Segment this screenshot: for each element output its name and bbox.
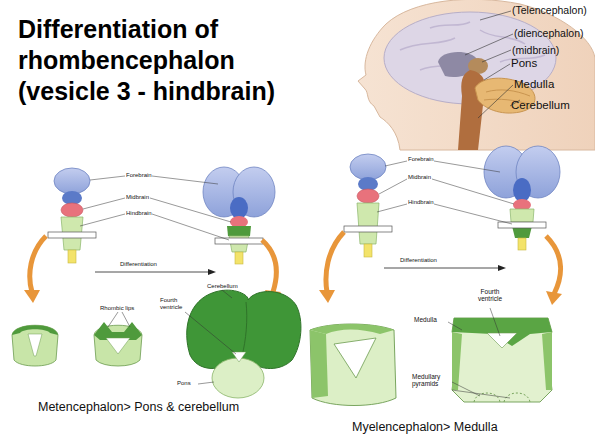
developed-brain [484, 146, 560, 250]
part-label: Differentiation [120, 261, 157, 268]
part-label: (diencephalon) [514, 27, 583, 39]
embryo-brain [344, 154, 392, 257]
part-label: Forebrain [408, 156, 434, 163]
part-label: Cerebellum [511, 99, 570, 112]
embryo-brain [48, 168, 96, 263]
part-label: Fourth ventricle [474, 288, 506, 303]
part-label: Rhombic lips [100, 305, 134, 312]
part-label: Fourth ventricle [160, 297, 188, 311]
leader-lines [80, 176, 231, 240]
part-label: Differentiation [400, 257, 437, 264]
cerebellum-section [187, 290, 301, 398]
part-label: Midbrain [126, 194, 149, 201]
head-illustration [358, 0, 595, 150]
panel-caption: Metencephalon> Pons & cerebellum [38, 400, 239, 414]
myelencephalon-section [310, 324, 396, 406]
panel-caption: Myelencephalon> Medulla [352, 420, 498, 434]
neural-tube-section [12, 325, 58, 366]
part-label: Midbrain [408, 174, 431, 181]
part-label: (Telencephalon) [512, 4, 587, 16]
part-label: Pons [511, 57, 537, 70]
part-label: (midbrain) [512, 44, 559, 56]
rhombic-lips-section [94, 322, 142, 366]
part-label: Cerebellum [207, 283, 238, 290]
part-label: Pons [177, 380, 191, 387]
part-label: Medulla [414, 316, 437, 323]
developed-brain [203, 167, 275, 264]
part-label: Medullary pyramids [412, 373, 452, 388]
part-label: Forebrain [126, 172, 152, 179]
title: Differentiation of rhombencephalon (vesi… [18, 14, 323, 107]
part-label: Medulla [514, 78, 554, 91]
medulla-section [452, 318, 552, 402]
part-label: Hindbrain [126, 210, 152, 217]
part-label: Hindbrain [408, 199, 434, 206]
